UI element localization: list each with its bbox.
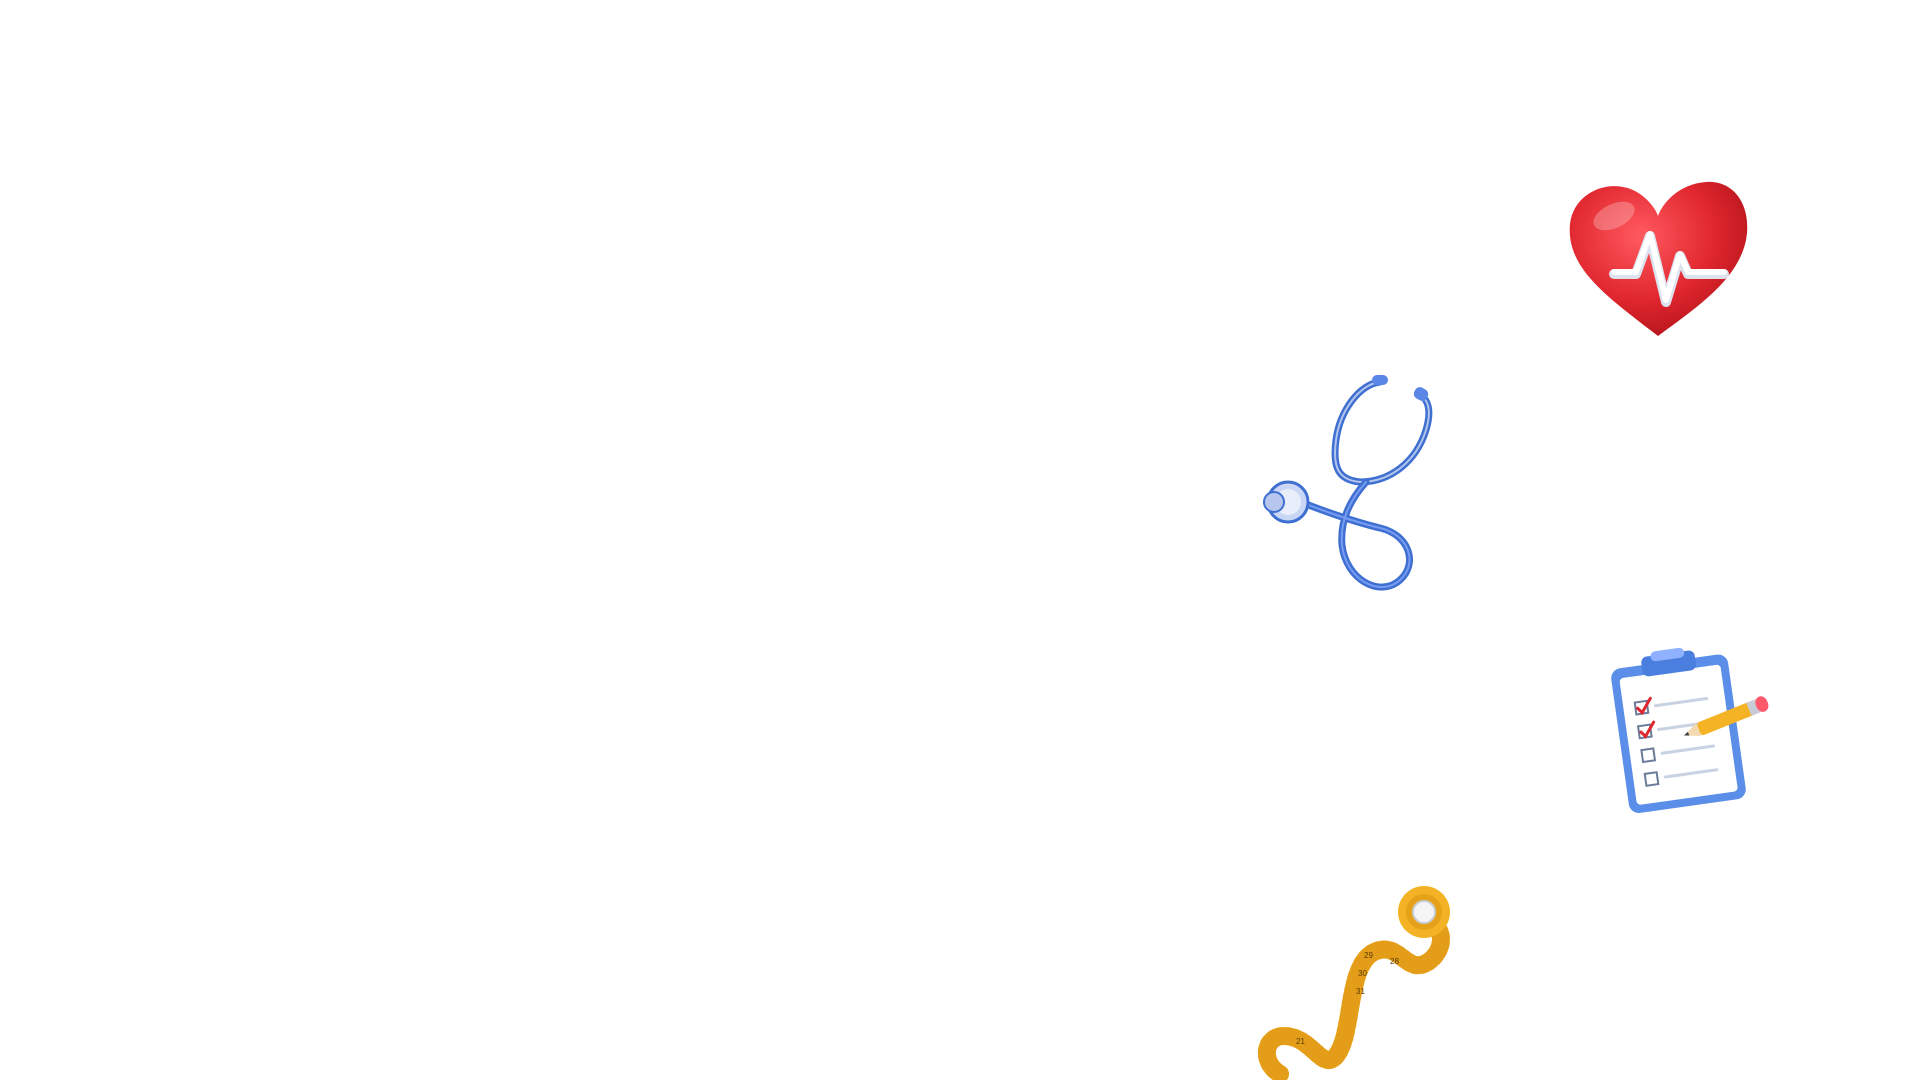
stethoscope-icon — [1260, 370, 1450, 610]
measuring-tape-icon: 29 30 31 21 28 — [1250, 866, 1460, 1080]
tape-number: 31 — [1356, 987, 1365, 996]
tape-number: 28 — [1390, 957, 1399, 966]
tape-number: 21 — [1296, 1037, 1305, 1046]
heart-pulse-icon — [1566, 176, 1750, 344]
tape-number: 29 — [1364, 951, 1373, 960]
clipboard-checklist-icon — [1600, 647, 1780, 818]
tape-number: 30 — [1358, 969, 1367, 978]
